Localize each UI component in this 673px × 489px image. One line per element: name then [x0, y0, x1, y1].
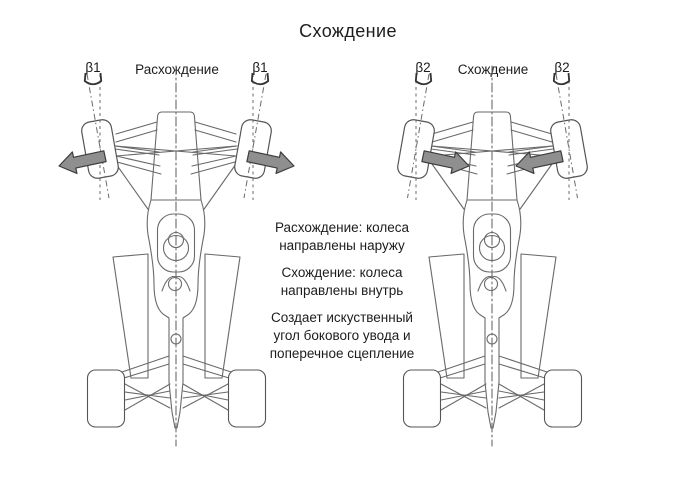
angle-label-beta2-right: β2	[554, 60, 570, 75]
angle-label-beta2-left: β2	[415, 60, 431, 75]
angle-label-beta1-left: β1	[85, 60, 101, 75]
diagram-toe-out: Расхождение β1 β1	[58, 60, 296, 460]
note-line: угол бокового увода и	[273, 328, 411, 343]
note-line: Расхождение: колеса	[274, 220, 410, 235]
page-title: Схождение	[299, 21, 397, 41]
note-line: поперечное сцепление	[269, 346, 415, 361]
note-toe-out: Расхождение: колеса направлены наружу	[247, 219, 437, 255]
note-line: направлены наружу	[279, 238, 405, 253]
note-line: Создает искуственный	[271, 310, 413, 325]
diagram-toe-in-label: Схождение	[457, 62, 529, 77]
note-line: Схождение: колеса	[281, 265, 403, 280]
car-body	[86, 65, 267, 447]
note-line: направлены внутрь	[280, 283, 404, 298]
note-effect: Создает искуственный угол бокового увода…	[247, 309, 437, 363]
notes-block: Расхождение: колеса направлены наружу Сх…	[247, 219, 437, 372]
angle-label-beta1-right: β1	[252, 60, 268, 75]
note-toe-in: Схождение: колеса направлены внутрь	[247, 264, 437, 300]
diagram-toe-out-label: Расхождение	[135, 62, 219, 77]
diagram-toe-in: Схождение β2 β2	[374, 60, 612, 460]
